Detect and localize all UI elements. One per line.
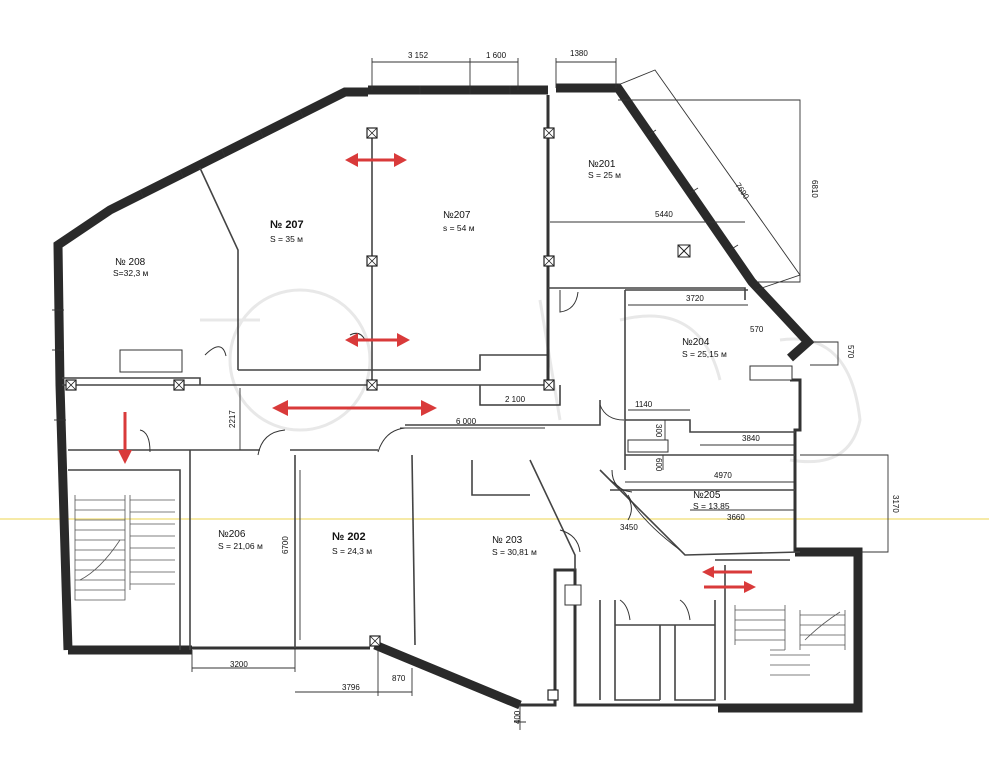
room-208: № 208 S=32,3 м <box>113 257 149 278</box>
columns <box>65 127 793 701</box>
room-208-area: S=32,3 м <box>113 268 149 278</box>
dim-3660: 3660 <box>727 513 745 522</box>
dim-3152: 3 152 <box>408 51 429 60</box>
dim-2100: 2 100 <box>505 395 526 404</box>
room-207b: №207 s = 54 м <box>443 210 475 233</box>
room-207a-name: № 207 <box>270 219 304 231</box>
room-207a: № 207 S = 35 м <box>270 219 304 244</box>
room-205-area: S = 13,85 <box>693 501 730 511</box>
room-206-area: S = 21,06 м <box>218 541 263 551</box>
room-203: № 203 S = 30,81 м <box>492 535 537 557</box>
dim-600: 600 <box>654 458 663 472</box>
room-206: №206 S = 21,06 м <box>218 529 263 551</box>
x-marker-icon <box>677 244 691 258</box>
room-201: №201 S = 25 м <box>588 159 621 180</box>
dim-3796: 3796 <box>342 683 360 692</box>
room-202: № 202 S = 24,3 м <box>332 531 372 556</box>
dim-5440: 5440 <box>655 210 673 219</box>
dim-6700: 6700 <box>281 536 290 554</box>
stairs-left <box>74 495 175 601</box>
room-207a-area: S = 35 м <box>270 234 303 244</box>
dim-300: 300 <box>654 424 663 438</box>
room-202-name: № 202 <box>332 531 366 543</box>
dim-7690: 7690 <box>733 181 751 201</box>
dim-3170: 3170 <box>891 495 900 513</box>
room-207b-name: №207 <box>443 210 471 221</box>
dim-4970: 4970 <box>714 471 732 480</box>
doors <box>139 290 691 621</box>
dimension-lines <box>191 58 889 730</box>
room-206-name: №206 <box>218 529 246 540</box>
dim-3450: 3450 <box>620 523 638 532</box>
room-203-area: S = 30,81 м <box>492 547 537 557</box>
dim-6810: 6810 <box>810 180 819 198</box>
room-204-area: S = 25,15 м <box>682 349 727 359</box>
dim-6000: 6 000 <box>456 417 477 426</box>
dim-870: 870 <box>392 674 406 683</box>
dim-3720: 3720 <box>686 294 704 303</box>
dim-400: 400 <box>513 710 522 724</box>
dim-1140: 1140 <box>635 400 653 409</box>
room-205: №205 S = 13,85 <box>693 490 730 511</box>
room-208-name: № 208 <box>115 257 146 268</box>
room-203-name: № 203 <box>492 535 523 546</box>
dim-570-a: 570 <box>750 325 764 334</box>
arrow-top <box>345 153 407 167</box>
stairs-right <box>734 605 846 676</box>
arrow-down <box>118 412 132 464</box>
dim-1380: 1380 <box>570 49 588 58</box>
room-205-name: №205 <box>693 490 721 501</box>
room-207b-area: s = 54 м <box>443 223 475 233</box>
room-202-area: S = 24,3 м <box>332 546 372 556</box>
dim-2217: 2217 <box>228 410 237 428</box>
room-204-name: №204 <box>682 337 710 348</box>
room-201-area: S = 25 м <box>588 170 621 180</box>
dim-1600: 1 600 <box>486 51 507 60</box>
windows <box>52 86 739 421</box>
watermark <box>200 288 862 464</box>
arrow-mid <box>345 333 410 347</box>
dim-3200: 3200 <box>230 660 248 669</box>
column-marker-icons <box>65 127 555 647</box>
exterior-walls <box>53 83 863 713</box>
room-201-name: №201 <box>588 159 616 170</box>
dim-3840: 3840 <box>742 434 760 443</box>
dim-570-b: 570 <box>846 345 855 359</box>
arrow-corridor <box>272 400 437 416</box>
arrow-right <box>702 566 756 593</box>
room-204: №204 S = 25,15 м <box>682 337 727 359</box>
